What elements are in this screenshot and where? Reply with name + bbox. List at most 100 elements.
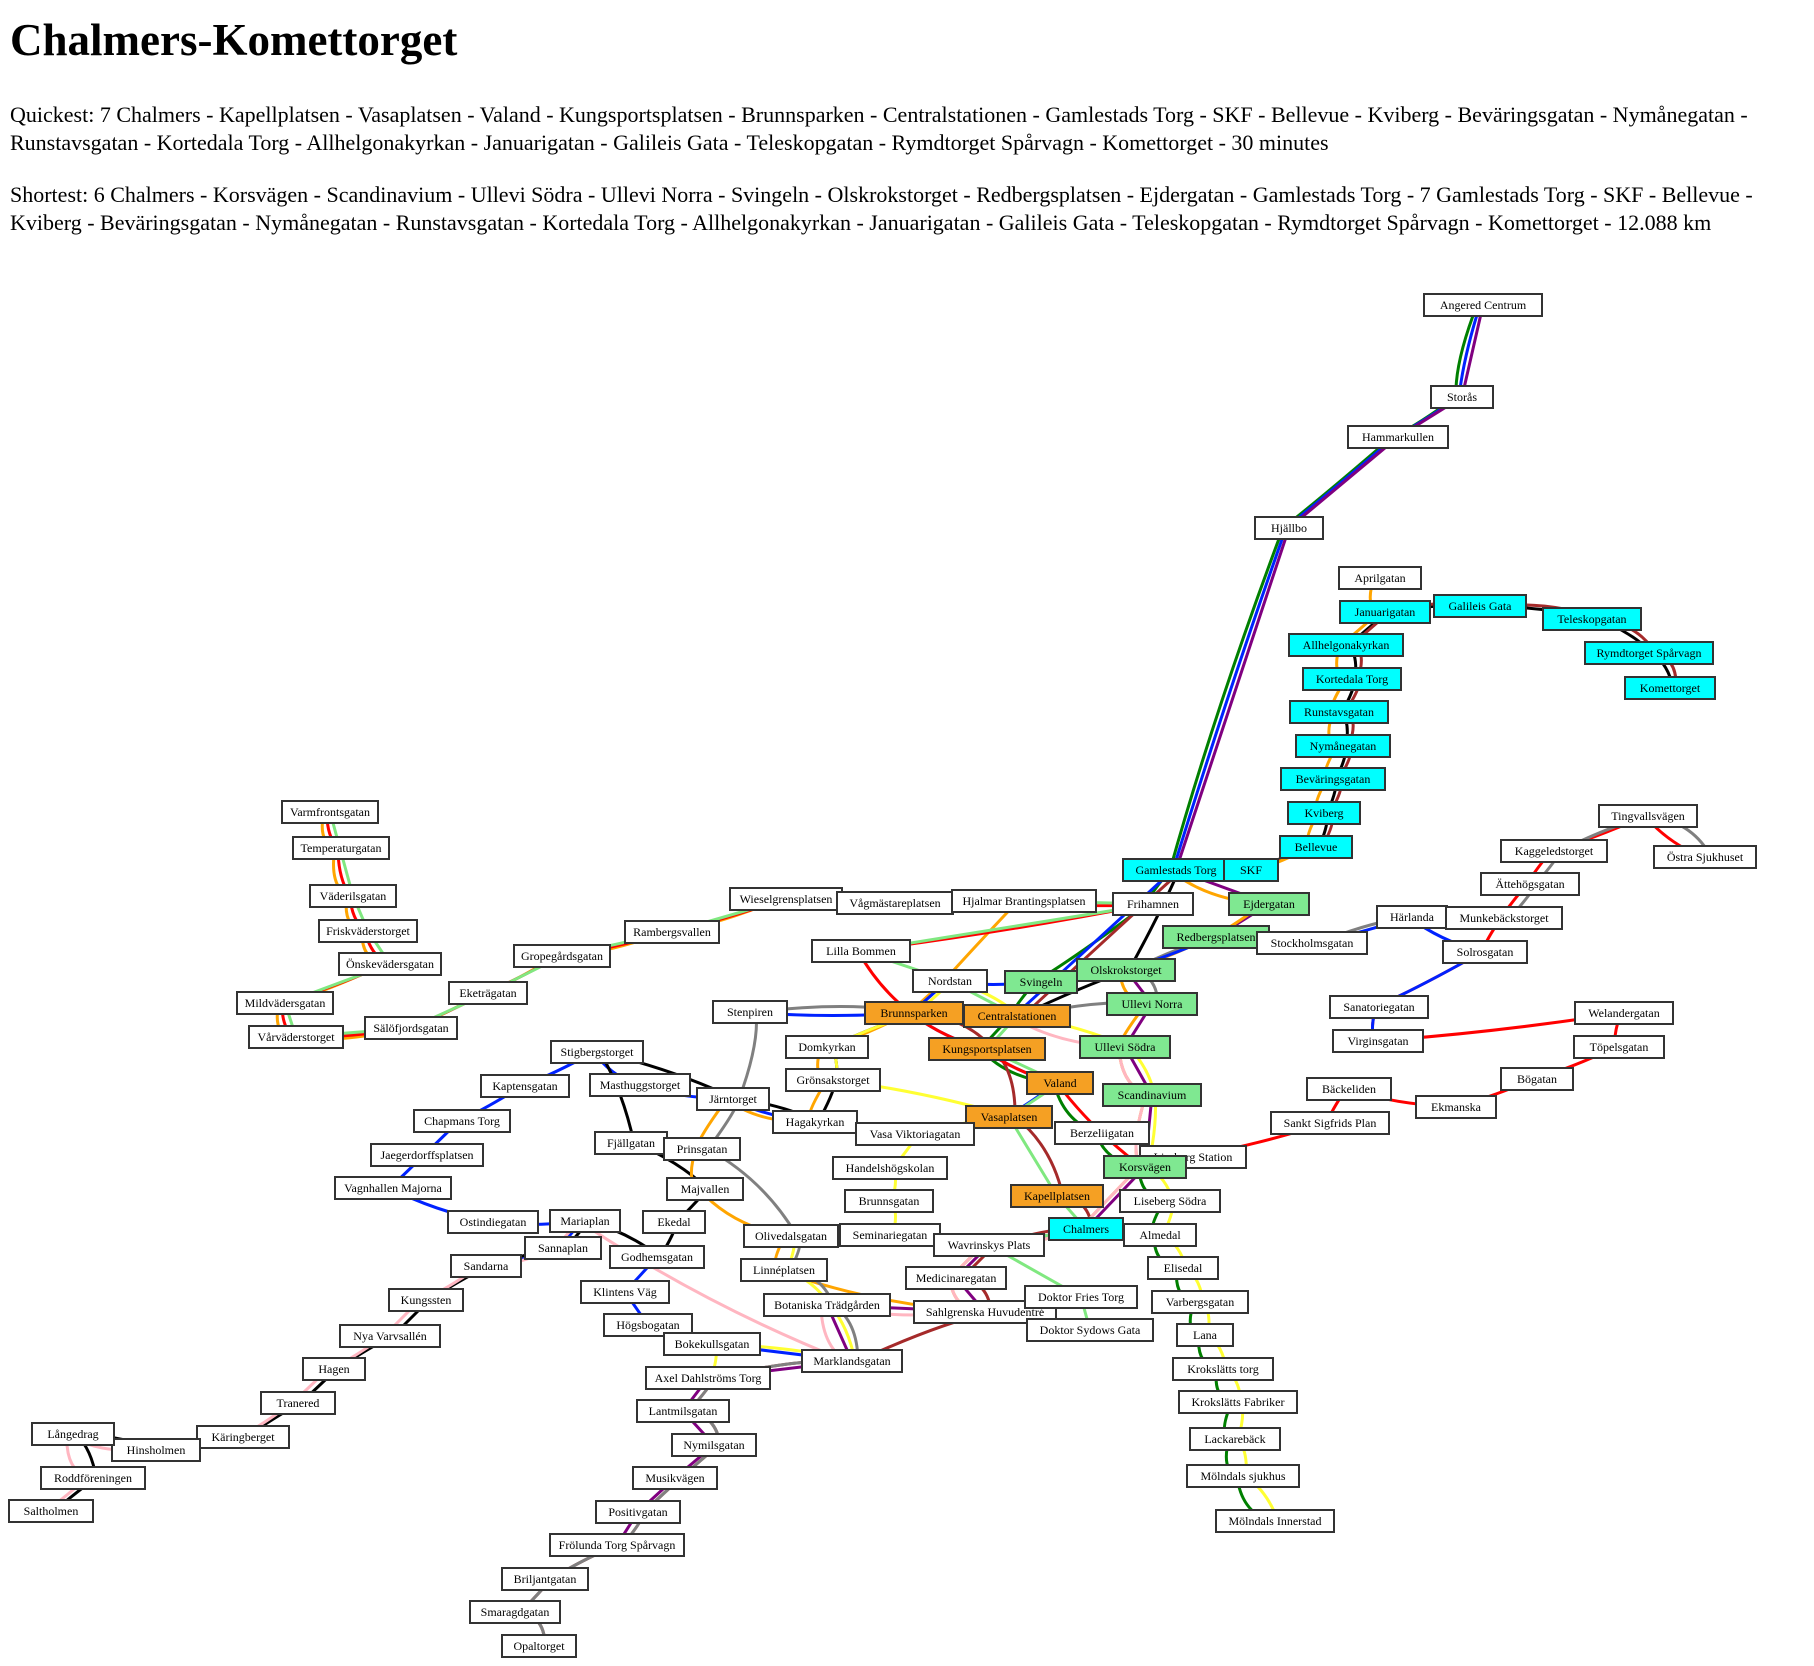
station-box: [1186, 1464, 1300, 1488]
tram-line: [615, 304, 1485, 1546]
station-box: [469, 1600, 561, 1624]
station-box: [1147, 1256, 1219, 1280]
station-node: Opaltorget: [501, 1634, 577, 1658]
station-label: Liseberg Södra: [1134, 1194, 1207, 1208]
station-box: [8, 1499, 94, 1523]
station-label: Virginsgatan: [1347, 1034, 1408, 1048]
station-node: Kungsportsplatsen: [928, 1037, 1046, 1061]
station-box: [1178, 1390, 1298, 1414]
station-node: Svingeln: [1004, 970, 1078, 994]
station-box: [595, 1500, 681, 1524]
station-label: Högsbogatan: [616, 1318, 679, 1332]
station-node: Temperaturgatan: [292, 836, 390, 860]
station-box: [302, 1357, 366, 1381]
station-label: Sandarna: [464, 1259, 509, 1273]
station-label: Tranered: [277, 1396, 320, 1410]
station-box: [740, 1258, 828, 1282]
station-node: Nya Varvsallén: [339, 1324, 441, 1348]
station-box: [1026, 1071, 1094, 1095]
station-box: [447, 1210, 539, 1234]
station-box: [1270, 1111, 1390, 1135]
station-node: Kapellplatsen: [1010, 1184, 1104, 1208]
station-label: Ullevi Norra: [1122, 997, 1184, 1011]
station-label: Sannaplan: [538, 1241, 588, 1255]
station-label: Olivedalsgatan: [755, 1229, 827, 1243]
station-box: [912, 969, 988, 993]
station-node: Runstavsgatan: [1289, 700, 1389, 724]
station-box: [1500, 1067, 1574, 1091]
station-node: Sahlgrenska Huvudentré: [913, 1300, 1057, 1324]
station-box: [1228, 892, 1310, 916]
station-box: [31, 1422, 115, 1446]
station-label: Solrosgatan: [1457, 945, 1514, 959]
station-label: Sälöfjordsgatan: [373, 1021, 448, 1035]
station-label: Galileis Gata: [1449, 599, 1513, 613]
station-box: [448, 981, 528, 1005]
station-label: Hagen: [318, 1362, 349, 1376]
station-node: Komettorget: [1624, 676, 1716, 700]
station-label: Vasa Viktoriagatan: [870, 1127, 961, 1141]
station-node: Brunnsgatan: [844, 1189, 934, 1213]
station-node: Hjällbo: [1254, 516, 1324, 540]
station-box: [951, 889, 1097, 913]
station-label: Lilla Bommen: [826, 944, 896, 958]
station-label: Gropegårdsgatan: [521, 949, 603, 963]
station-box: [712, 1000, 788, 1024]
station-label: Kaptensgatan: [492, 1079, 557, 1093]
station-box: [1176, 1323, 1234, 1347]
station-node: Botaniska Trädgården: [763, 1293, 891, 1317]
station-label: Opaltorget: [513, 1639, 565, 1653]
station-label: Elisedal: [1164, 1261, 1203, 1275]
station-node: Ostindiegatan: [447, 1210, 539, 1234]
station-box: [1254, 516, 1324, 540]
station-node: Beväringsgatan: [1280, 767, 1386, 791]
station-node: Nymånegatan: [1295, 734, 1391, 758]
station-label: Runstavsgatan: [1304, 705, 1374, 719]
station-box: [844, 1189, 934, 1213]
station-label: Lantmilsgatan: [649, 1404, 718, 1418]
station-box: [1256, 931, 1368, 955]
station-node: Gamlestads Torg: [1122, 858, 1230, 882]
station-label: Berzeliigatan: [1070, 1126, 1134, 1140]
station-box: [1574, 1001, 1674, 1025]
station-node: Hinsholmen: [111, 1438, 201, 1462]
station-node: Nymilsgatan: [671, 1433, 757, 1457]
station-label: Aprilgatan: [1354, 571, 1405, 585]
station-label: Seminariegatan: [853, 1228, 928, 1242]
station-label: Jaegerdorffsplatsen: [380, 1148, 473, 1162]
station-label: Medicinaregatan: [916, 1271, 997, 1285]
station-box: [636, 1399, 730, 1423]
station-label: Långedrag: [47, 1427, 98, 1441]
station-label: Hammarkullen: [1362, 430, 1434, 444]
station-box: [589, 1073, 691, 1097]
station-node: Bellevue: [1279, 835, 1353, 859]
station-label: Storås: [1447, 390, 1477, 404]
station-node: Storås: [1430, 385, 1494, 409]
station-label: Nya Varvsallén: [353, 1329, 426, 1343]
station-box: [785, 1035, 869, 1059]
station-node: Teleskopgatan: [1542, 607, 1642, 631]
station-box: [1653, 845, 1757, 869]
station-box: [1598, 804, 1698, 828]
station-box: [1288, 633, 1404, 657]
station-label: Saltholmen: [24, 1504, 79, 1518]
station-box: [1445, 906, 1563, 930]
station-node: Ekmanska: [1415, 1095, 1497, 1119]
station-label: Januarigatan: [1355, 605, 1416, 619]
station-node: Härlanda: [1376, 905, 1448, 929]
station-node: Centralstationen: [963, 1004, 1071, 1028]
station-node: Almedal: [1123, 1223, 1197, 1247]
station-label: Fjällgatan: [607, 1136, 655, 1150]
station-label: Lackarebäck: [1204, 1432, 1265, 1446]
station-box: [580, 1280, 670, 1304]
station-box: [450, 1254, 522, 1278]
station-node: Elisedal: [1147, 1256, 1219, 1280]
station-box: [1223, 858, 1279, 882]
station-node: Wavrinskys Plats: [933, 1233, 1045, 1257]
station-box: [642, 1210, 706, 1234]
station-label: Lana: [1193, 1328, 1218, 1342]
station-label: Ekmanska: [1431, 1100, 1482, 1114]
station-label: Önskevädersgatan: [346, 957, 434, 971]
station-box: [1295, 734, 1391, 758]
station-node: Bögatan: [1500, 1067, 1574, 1091]
